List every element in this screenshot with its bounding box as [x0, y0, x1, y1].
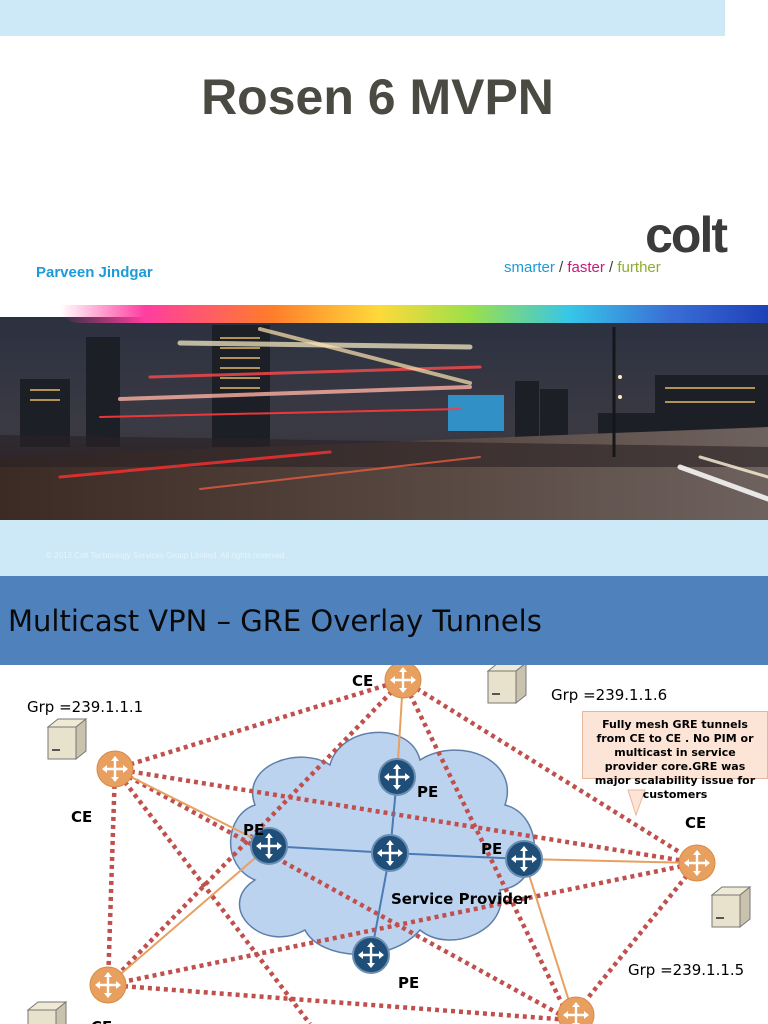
city-night-photo	[0, 317, 768, 520]
ce-label: CE	[685, 814, 706, 832]
ce-label: CE	[91, 1018, 112, 1024]
ce-router-icon	[558, 997, 594, 1024]
tagline-sep: /	[605, 259, 618, 276]
colour-stripe	[60, 305, 768, 323]
title-slide: Rosen 6 MVPN colt smarter / faster / fur…	[0, 0, 768, 576]
pe-router-icon	[353, 937, 389, 973]
tagline-sep: /	[555, 259, 568, 276]
server-icon	[48, 719, 86, 759]
pe-label: PE	[398, 974, 419, 992]
pe-label: PE	[417, 783, 438, 801]
tagline-further: further	[617, 259, 660, 276]
ce-router-icon	[385, 665, 421, 698]
slide-title: Rosen 6 MVPN	[0, 68, 755, 126]
server-icon	[488, 665, 526, 703]
cloud-label: Service Provider	[391, 890, 531, 908]
bottom-band	[0, 520, 768, 576]
group-label: Grp =239.1.1.6	[551, 686, 667, 704]
ce-router-icon	[97, 751, 133, 787]
slide-title: Multicast VPN – GRE Overlay Tunnels	[8, 604, 542, 638]
group-label: Grp =239.1.1.1	[27, 698, 143, 716]
group-label: Grp =239.1.1.5	[628, 961, 744, 979]
p-router-icon	[372, 835, 408, 871]
callout-note: Fully mesh GRE tunnels from CE to CE . N…	[582, 711, 768, 779]
tagline-smarter: smarter	[504, 259, 555, 276]
ce-label: CE	[71, 808, 92, 826]
pe-router-icon	[379, 759, 415, 795]
server-icon	[712, 887, 750, 927]
colt-logo: colt	[645, 206, 726, 264]
pe-router-icon	[506, 841, 542, 877]
top-band	[0, 0, 725, 36]
ce-router-icon	[90, 967, 126, 1003]
network-slide: Multicast VPN – GRE Overlay Tunnels	[0, 576, 768, 1024]
tagline-faster: faster	[567, 259, 605, 276]
ce-router-icon	[679, 845, 715, 881]
slide-header: Multicast VPN – GRE Overlay Tunnels	[0, 576, 768, 665]
pe-label: PE	[481, 840, 502, 858]
server-icon	[28, 1002, 66, 1024]
author-name: Parveen Jindgar	[36, 264, 153, 281]
copyright-text: © 2013 Colt Technology Services Group Li…	[46, 551, 287, 560]
ce-label: CE	[352, 672, 373, 690]
pe-label: PE	[243, 821, 264, 839]
logo-tagline: smarter / faster / further	[504, 259, 661, 276]
